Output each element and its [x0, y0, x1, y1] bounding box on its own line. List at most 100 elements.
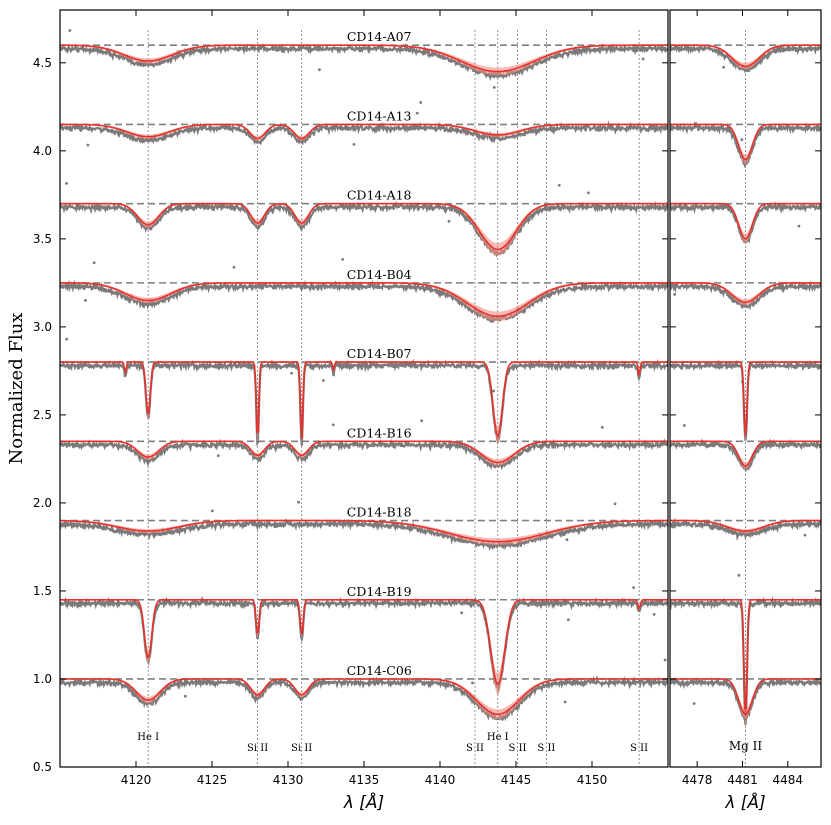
outlier-point-left-8-1: [183, 694, 187, 698]
outlier-point-left-4-0: [321, 379, 325, 382]
y-tick-label-2: 1.5: [33, 584, 52, 598]
outlier-point-left-5-3: [216, 454, 220, 458]
outlier-point-left-2-2: [447, 219, 451, 223]
outlier-point-left-3-0: [341, 257, 345, 261]
outlier-point-left-2-3: [65, 182, 68, 185]
outlier-point-right-0-0: [722, 65, 725, 69]
line-marker-label-right-0: Mg II: [729, 739, 763, 753]
model-spectrum-left-5: [60, 440, 668, 464]
outlier-point-left-0-0: [68, 29, 72, 32]
line-marker-label-left-1: Si II: [247, 743, 268, 754]
outlier-point-left-8-0: [663, 658, 667, 662]
observed-spectrum-left-1: [60, 120, 668, 146]
outlier-point-left-2-1: [587, 191, 590, 195]
observed-spectrum-left-4: [60, 358, 668, 447]
outlier-point-left-4-1: [65, 337, 69, 341]
star-label-5: CD14-B16: [347, 425, 412, 440]
model-spectrum-right-1: [670, 123, 821, 161]
x-tick-label-left-6: 4150: [577, 773, 608, 787]
model-spectrum-right-6: [670, 519, 821, 532]
y-tick-label-6: 3.5: [33, 232, 52, 246]
star-label-2: CD14-A18: [347, 188, 412, 203]
outlier-point-left-0-1: [492, 85, 496, 89]
outlier-point-left-6-3: [211, 509, 214, 513]
model-spectrum-right-3: [670, 282, 821, 303]
model-spectrum-left-0: [60, 44, 668, 73]
outlier-point-left-1-1: [352, 142, 356, 146]
y-tick-label-5: 3.0: [33, 320, 52, 334]
y-tick-label-7: 4.0: [33, 144, 52, 158]
model-spectrum-left-1: [60, 123, 668, 140]
outlier-point-left-0-2: [318, 68, 321, 72]
model-spectrum-right-8: [670, 678, 821, 716]
outlier-point-right-6-0: [803, 533, 807, 537]
outlier-point-left-3-3: [232, 265, 236, 269]
line-marker-label-left-0: He I: [137, 732, 159, 743]
outlier-point-left-7-2: [566, 618, 570, 622]
model-uncertainty-band-right-5: [670, 440, 821, 470]
outlier-point-left-5-2: [420, 419, 424, 423]
outlier-point-left-6-2: [565, 538, 569, 542]
x-axis-label-left: λ [Å]: [343, 791, 384, 813]
x-tick-label-right-2: 4484: [773, 773, 804, 787]
observed-spectrum-left-6: [60, 518, 668, 552]
plot-area-right: [670, 30, 821, 767]
star-label-8: CD14-C06: [347, 663, 412, 678]
star-label-1: CD14-A13: [347, 108, 412, 123]
outlier-point-left-3-1: [84, 298, 87, 302]
model-spectrum-left-6: [60, 519, 668, 543]
x-tick-label-left-1: 4125: [197, 773, 228, 787]
model-spectrum-right-5: [670, 440, 821, 467]
x-tick-label-right-1: 4481: [727, 773, 758, 787]
model-spectrum-left-2: [60, 202, 668, 251]
x-tick-label-right-0: 4478: [682, 773, 713, 787]
model-uncertainty-band-right-0: [670, 44, 821, 70]
model-spectrum-right-4: [670, 361, 821, 437]
x-tick-label-left-0: 4120: [121, 773, 152, 787]
x-tick-label-left-4: 4140: [425, 773, 456, 787]
y-tick-label-1: 1.0: [33, 672, 52, 686]
panel-frame-right: [669, 9, 822, 768]
model-spectrum-left-4: [60, 361, 668, 439]
star-label-0: CD14-A07: [347, 29, 412, 44]
model-uncertainty-band-right-1: [670, 123, 821, 165]
outlier-point-right-3-0: [673, 293, 677, 296]
outlier-point-left-7-0: [652, 612, 656, 616]
line-marker-label-left-6: S II: [537, 743, 555, 754]
outlier-point-right-8-0: [692, 702, 696, 705]
observed-spectrum-left-7: [60, 595, 668, 694]
x-tick-label-left-2: 4130: [273, 773, 304, 787]
line-marker-label-left-3: S II: [466, 743, 484, 754]
observed-spectrum-left-8: [60, 674, 668, 722]
model-spectrum-left-8: [60, 678, 668, 716]
model-spectrum-left-3: [60, 282, 668, 318]
outlier-point-left-3-2: [92, 261, 96, 265]
outlier-point-left-6-0: [297, 500, 300, 504]
x-tick-label-left-5: 4145: [501, 773, 532, 787]
outlier-point-left-6-1: [613, 502, 617, 506]
outlier-point-left-1-0: [419, 101, 423, 104]
y-tick-label-8: 4.5: [33, 56, 52, 70]
outlier-point-left-4-2: [290, 371, 293, 375]
outlier-point-left-8-3: [563, 700, 567, 704]
outlier-point-left-1-3: [86, 143, 90, 147]
y-tick-label-4: 2.5: [33, 408, 52, 422]
model-spectrum-right-0: [670, 44, 821, 68]
star-label-7: CD14-B19: [347, 584, 412, 599]
model-spectrum-right-2: [670, 202, 821, 240]
model-uncertainty-band-left-6: [60, 519, 668, 545]
outlier-point-left-7-3: [460, 611, 464, 615]
observed-spectrum-left-0: [60, 42, 668, 81]
outlier-point-right-7-0: [737, 573, 741, 577]
line-marker-label-left-7: S II: [630, 743, 648, 754]
observed-spectrum-left-2: [60, 200, 668, 258]
outlier-point-left-1-2: [415, 111, 419, 115]
observed-spectrum-right-3: [670, 280, 821, 311]
observed-spectrum-left-5: [60, 438, 668, 471]
outlier-point-left-7-1: [632, 586, 636, 590]
star-label-3: CD14-B04: [347, 267, 412, 282]
observed-spectrum-right-8: [670, 676, 821, 721]
outlier-point-right-5-0: [682, 424, 686, 427]
